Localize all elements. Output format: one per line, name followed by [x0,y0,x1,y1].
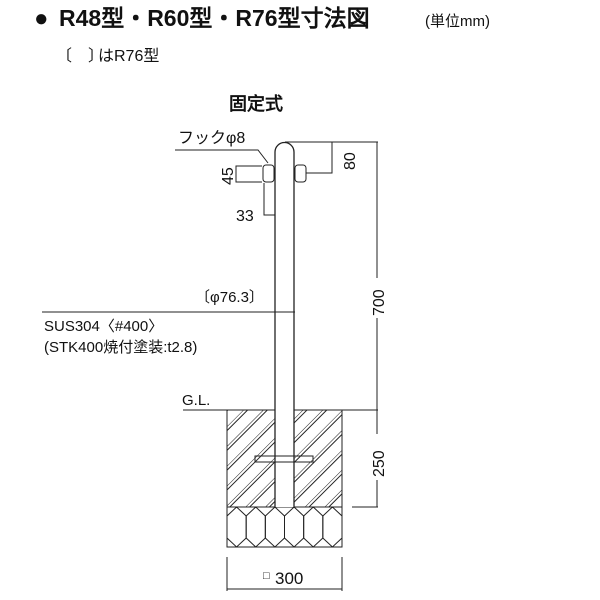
hook-left [262,164,275,183]
dim-80: 80 [342,152,359,170]
unit-label: (単位mm) [425,13,490,30]
hook-leader [175,149,269,164]
stone-shape [303,506,324,548]
stone-shape [264,506,285,548]
hook-right [294,164,307,183]
bollard-pole [274,141,295,507]
anchor-bar [254,455,314,463]
stone-shape [226,506,247,548]
page-title: R48型・R60型・R76型寸法図 [59,5,370,31]
ground-label: G.L. [182,392,210,409]
drawing-heading: 固定式 [229,93,283,114]
stone-shape [322,506,343,548]
square-symbol: □ [263,570,270,582]
hook-label: フックφ8 [178,129,245,147]
dim-700: 700 [371,289,388,316]
dim-33-line [263,183,275,216]
dim-45: 45 [220,167,237,185]
material-2: (STK400焼付塗装:t2.8) [44,338,197,356]
note-text: はR76型 [98,47,159,65]
crushed-stone-layer [226,506,343,548]
material-1: SUS304〈#400〉 [44,318,163,335]
note-brackets: 〔 〕 [56,47,104,65]
dim-33: 33 [236,208,254,225]
dim-250: 250 [371,450,388,477]
stone-shape [284,506,305,548]
stone-shape [245,506,266,548]
dim-80-line [306,142,333,174]
title-bullet: ● [34,5,49,32]
foundation [226,409,343,548]
diameter-label: 〔φ76.3〕 [195,289,264,306]
dim-300: 300 [275,569,303,588]
dim-45-line [235,165,262,183]
